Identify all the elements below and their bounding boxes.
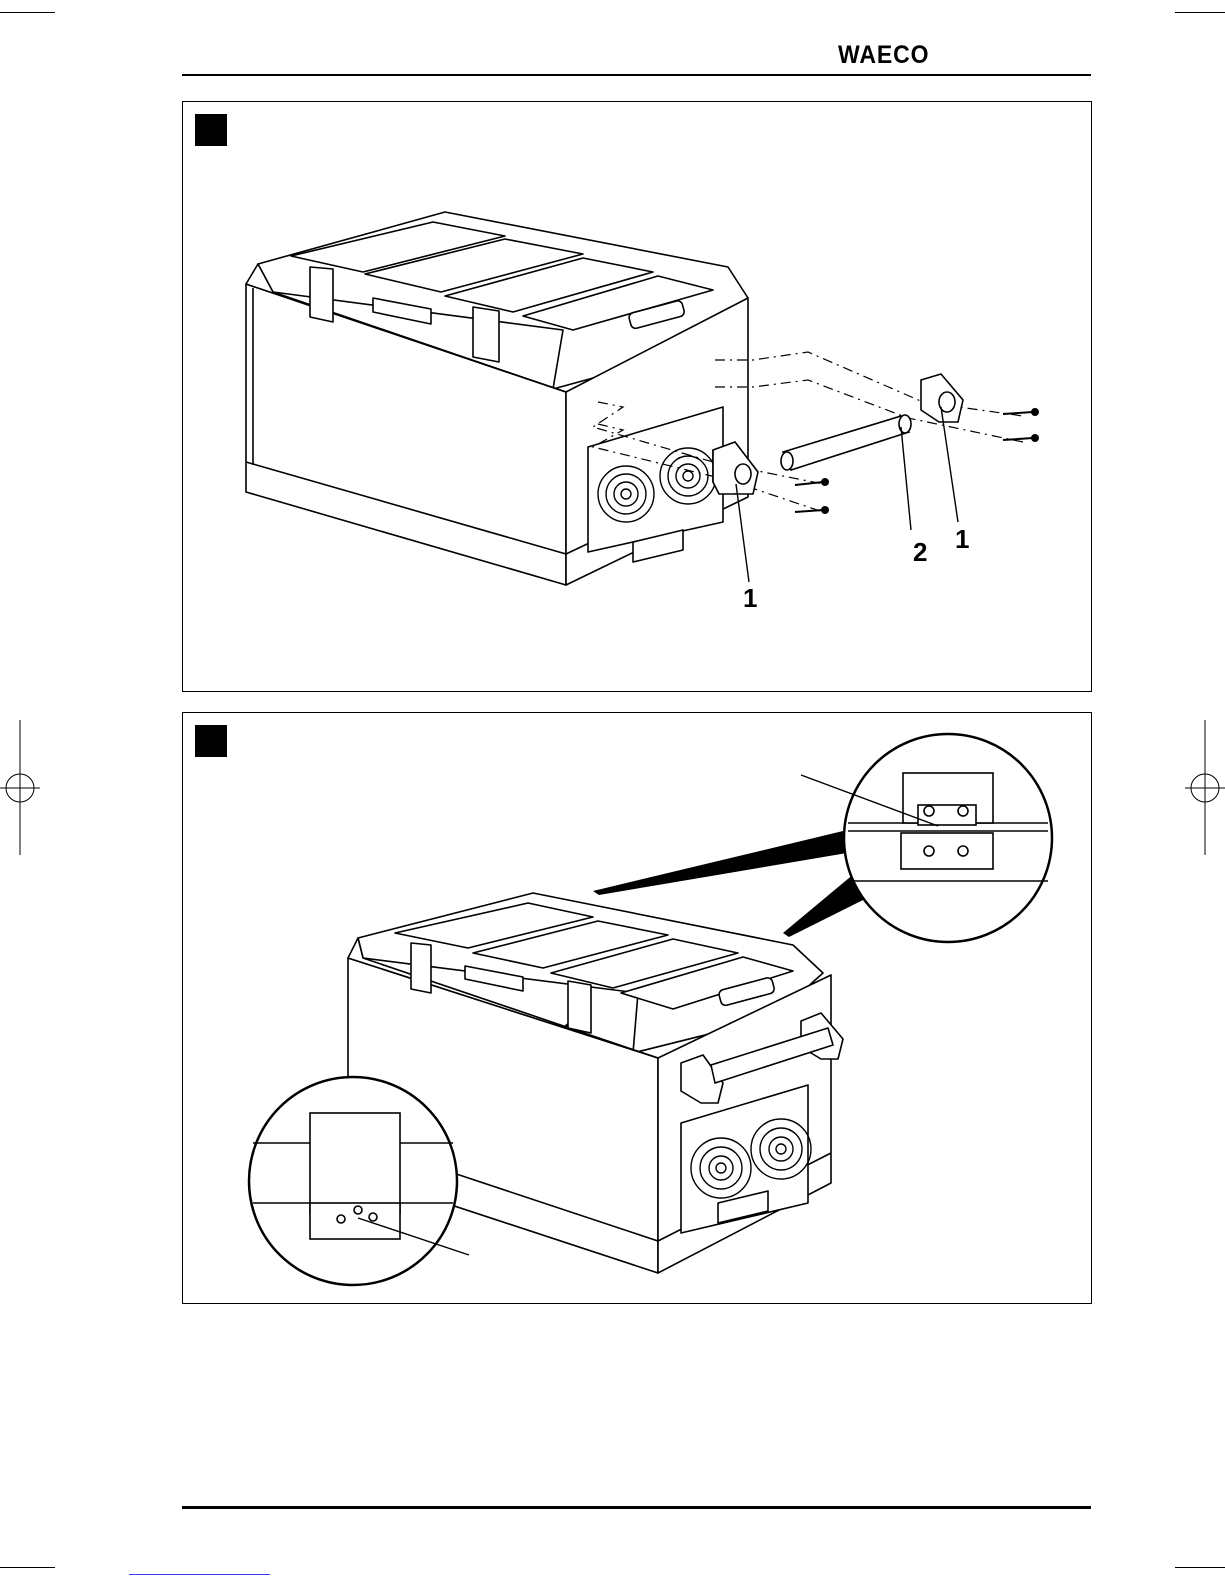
figure-2-panel: [182, 712, 1092, 1304]
figure-1-panel: 1 2 1: [182, 101, 1092, 692]
callout-rod: 2: [913, 539, 927, 565]
registration-mark-right: [1185, 720, 1225, 855]
crop-mark-top-left: [0, 12, 55, 13]
figure-1-illustration: [183, 102, 1093, 693]
footer-rule: [182, 1506, 1091, 1509]
crop-mark-top-right: [1175, 12, 1225, 13]
brand-logo: WAECO: [838, 40, 923, 70]
registration-mark-left: [0, 720, 40, 855]
callout-handle-left: 1: [743, 585, 757, 611]
header-rule: [182, 74, 1091, 76]
crop-mark-bottom-left: [0, 1567, 55, 1568]
crop-mark-bottom-right: [1175, 1567, 1225, 1568]
callout-handle-right: 1: [955, 526, 969, 552]
figure-2-illustration: [183, 713, 1093, 1305]
footer-link-underline[interactable]: [129, 1564, 270, 1575]
